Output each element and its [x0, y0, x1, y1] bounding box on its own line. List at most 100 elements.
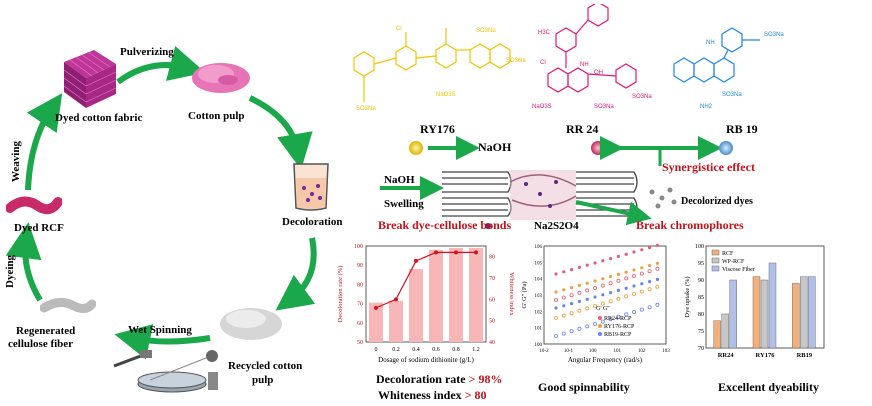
regenerated-fiber-image	[40, 298, 96, 314]
naoh-left-label: NaOH	[384, 174, 415, 186]
g2-point	[585, 324, 590, 329]
rr24-label: RR 24	[566, 122, 599, 136]
g2-point	[647, 287, 652, 292]
g1-point	[624, 286, 628, 290]
rb19-structure	[673, 27, 760, 83]
dye-uptake-bar	[721, 313, 729, 349]
ry176-cl-label: Cl	[396, 26, 402, 32]
g1-point	[585, 281, 589, 285]
legend-entry: RB19-RCP	[604, 332, 632, 338]
g2-point	[593, 286, 598, 291]
rb19-so3na-label-2: SO3Na	[722, 92, 742, 98]
dye-uptake-bar	[800, 276, 808, 349]
whiteness-conclusion: Whiteness index > 80	[378, 388, 487, 402]
g1-point	[585, 297, 589, 301]
x-tick-label: 0	[375, 347, 378, 353]
whiteness-point	[454, 250, 458, 255]
g2-point	[554, 298, 559, 303]
arrow-dyeing	[5, 222, 43, 302]
g2-point	[639, 271, 644, 276]
legend-entry: RR24-RCP	[604, 316, 632, 322]
whiteness-point	[394, 297, 398, 302]
y-axis-label: G' G'' (Pa)	[521, 282, 528, 309]
g1-point	[554, 306, 558, 310]
y-tick-label: 100	[535, 343, 543, 348]
x-axis-label: Dosage of sodium dithionite (g/L)	[378, 356, 474, 364]
x-tick-label: 10-2	[539, 349, 549, 354]
break-chromophores-label: Break chromophores	[636, 218, 744, 232]
g2-point	[593, 304, 598, 309]
legend-marker	[598, 324, 602, 328]
dye-uptake-bar	[729, 279, 737, 349]
g1-point	[624, 252, 628, 256]
legend-marker	[598, 316, 602, 320]
g2-point	[616, 314, 621, 319]
y-tick-label: 100	[354, 244, 363, 250]
recycled-cotton-pulp-image	[220, 308, 282, 340]
dyed-cotton-fabric-label: Dyed cotton fabric	[55, 112, 143, 124]
g1-point	[554, 290, 558, 294]
decoloration-bar	[369, 302, 383, 342]
g1-point	[648, 264, 652, 268]
ry176-label: RY176	[420, 122, 455, 136]
g1-point	[562, 304, 566, 308]
ry176-so3na-label-3: SO3Na	[356, 106, 376, 112]
y-tick-label: 75	[698, 329, 704, 335]
x-tick-label: 0.4	[412, 347, 420, 353]
dyed-rcf-image	[6, 196, 62, 215]
cotton-pulp-image	[192, 63, 250, 93]
decoloration-rate-conclusion: Decoloration rate > 98%	[376, 372, 503, 386]
rr24-so3na-label-2: SO3Na	[632, 94, 652, 100]
g2-point	[616, 296, 621, 301]
g2-point	[561, 295, 566, 300]
g2-point	[655, 284, 660, 289]
rb19-label: RB 19	[726, 122, 758, 136]
ry176-naO3s-label: NaO3S	[436, 92, 456, 98]
g2-point	[569, 293, 574, 298]
y-tick-label: 90	[698, 278, 704, 284]
g1-point	[570, 286, 574, 290]
dye-uptake-bar	[752, 276, 761, 349]
y-right-axis-label: Whiteness index	[508, 272, 515, 316]
rr24-naO3s-label: NaO3S	[532, 104, 552, 110]
x-tick-label: 0.8	[452, 347, 460, 353]
dyeing-label: Dyeing	[4, 255, 16, 288]
decoloration-bar	[429, 249, 443, 342]
g2-point	[632, 310, 637, 315]
x-tick-label: 10-1	[564, 349, 574, 354]
x-tick-label: 1.2	[472, 347, 480, 353]
na2s2o4-label: Na2S2O4	[534, 220, 579, 232]
synergy-ball	[719, 141, 733, 155]
recycled-pulp-label-1: Recycled cotton	[228, 360, 303, 372]
g2-point	[600, 301, 605, 306]
g1-point	[562, 288, 566, 292]
g1-point	[593, 261, 597, 265]
g2-point	[569, 311, 574, 316]
g1-point	[577, 265, 581, 269]
g1-point	[648, 246, 652, 250]
whiteness-point	[434, 250, 438, 255]
g1-point	[655, 243, 659, 247]
arrow-wet-spinning	[114, 324, 211, 360]
g2-point	[577, 290, 582, 295]
dye-uptake-bar	[808, 276, 816, 349]
arrow-to-decoloration	[248, 95, 313, 170]
x-tick-label: RY176	[756, 352, 776, 359]
g1-point	[616, 272, 620, 276]
g1-point	[640, 248, 644, 252]
g2-point	[608, 317, 613, 322]
y-tick-label: 102	[535, 310, 543, 315]
g1-point	[593, 295, 597, 299]
g2-point	[608, 281, 613, 286]
y-right-tick-label: 50	[489, 319, 495, 325]
weaving-label: Weaving	[10, 141, 22, 182]
cycle-arrows	[5, 46, 317, 360]
g1-point	[655, 277, 659, 281]
arrow-to-recycled	[275, 237, 317, 311]
g1-point	[609, 291, 613, 295]
g1-point	[632, 284, 636, 288]
regenerated-label-2: cellulose fiber	[8, 338, 74, 350]
g2-point	[585, 288, 590, 293]
